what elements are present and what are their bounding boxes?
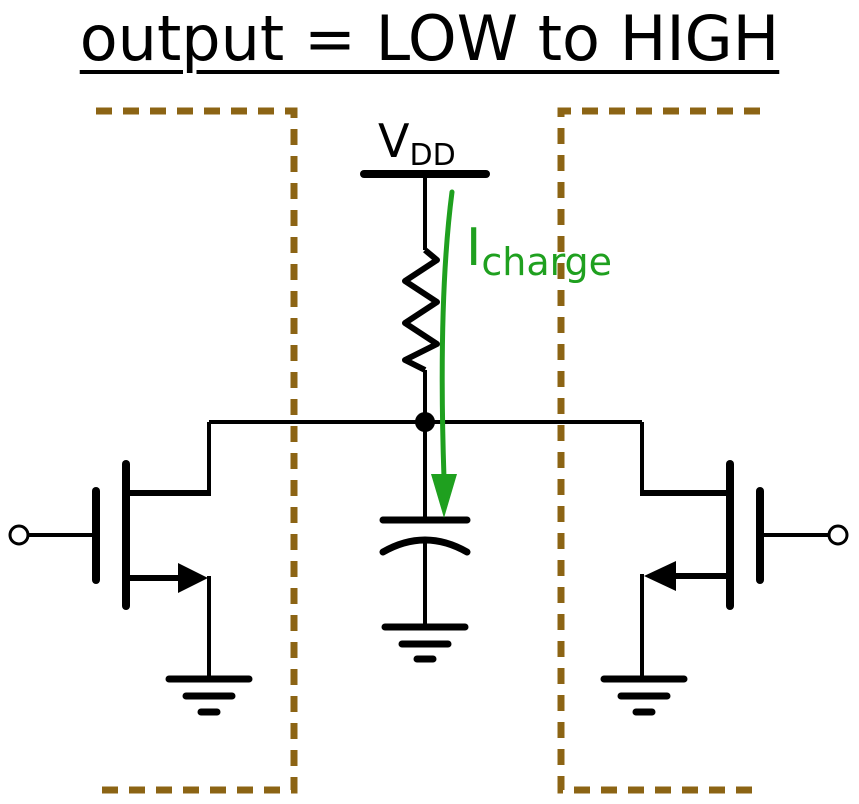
current-sub: charge <box>481 240 612 284</box>
charge-current-label: Icharge <box>466 218 612 284</box>
input-terminal-icon <box>8 524 30 546</box>
vdd-sub: DD <box>409 138 455 173</box>
input-terminal-icon <box>827 524 849 546</box>
left-gate-boundary <box>96 107 298 794</box>
title-text: output = LOW to HIGH <box>79 2 780 75</box>
ground-icon <box>381 623 469 663</box>
ground-icon <box>600 675 688 716</box>
nmos-transistor-icon <box>640 422 849 677</box>
right-gate-boundary <box>557 107 760 794</box>
diagram-title: output = LOW to HIGH <box>0 2 859 75</box>
current-main: I <box>466 218 481 278</box>
capacitor-icon <box>379 422 471 625</box>
ground-icon <box>165 675 253 716</box>
vdd-main: V <box>378 114 410 168</box>
nmos-transistor-icon <box>8 422 211 677</box>
vdd-label: VDD <box>378 114 456 173</box>
charge-current-arrow <box>431 189 457 518</box>
vdd-supply: VDD <box>360 114 490 178</box>
resistor-icon <box>402 174 440 422</box>
